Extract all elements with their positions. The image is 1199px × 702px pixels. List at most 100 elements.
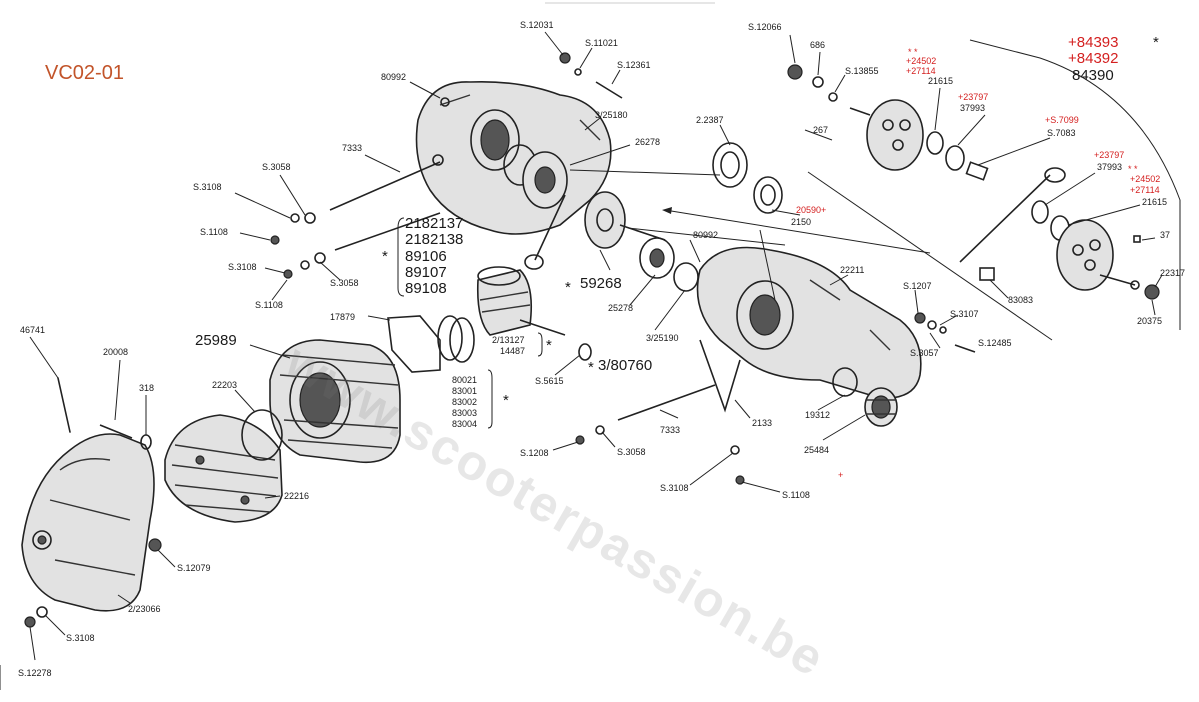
label-23797-b: +23797 bbox=[1094, 150, 1125, 160]
label-21615-b: 21615 bbox=[1142, 197, 1168, 207]
label-22317: 22317 bbox=[1160, 268, 1186, 278]
label-20375: 20375 bbox=[1137, 316, 1163, 326]
crankshaft bbox=[522, 151, 666, 270]
label-s12485: S.12485 bbox=[978, 338, 1012, 348]
label-2150: 2150 bbox=[791, 217, 812, 227]
label-37993-a: 37993 bbox=[960, 103, 986, 113]
label-24502-a: +24502 bbox=[906, 56, 937, 66]
stud-7333a bbox=[329, 161, 441, 211]
crank-kit-right bbox=[849, 99, 1160, 300]
label-2-13127: 2/13127 bbox=[492, 335, 525, 345]
label-2182138: 2182138 bbox=[405, 231, 464, 248]
label-s3058-b: S.3058 bbox=[330, 278, 359, 288]
label-s3107: S.3107 bbox=[950, 309, 979, 319]
label-83001: 83001 bbox=[452, 386, 478, 396]
label-22211: 22211 bbox=[840, 265, 865, 275]
label-89108: 89108 bbox=[405, 280, 447, 297]
label-s1108-b: S.1108 bbox=[255, 300, 283, 310]
label-s7099: +S.7099 bbox=[1045, 115, 1079, 125]
label-23797-a: +23797 bbox=[958, 92, 989, 102]
label-89106: 89106 bbox=[405, 248, 447, 265]
piston-ring-group-bracket bbox=[487, 369, 493, 429]
label-37: 37 bbox=[1160, 230, 1171, 240]
label-s3108-d: S.3108 bbox=[660, 483, 689, 493]
label-s5615: S.5615 bbox=[535, 376, 564, 386]
label-7333-top: 7333 bbox=[342, 143, 363, 153]
label-26278: 26278 bbox=[635, 137, 661, 147]
label-25484: 25484 bbox=[804, 445, 830, 455]
label-star-c: * bbox=[546, 337, 552, 354]
piston-ring-1 bbox=[437, 315, 463, 361]
label-59268: 59268 bbox=[580, 275, 622, 292]
label-17879: 17879 bbox=[330, 312, 356, 322]
label-star-b: * bbox=[565, 279, 571, 296]
piston bbox=[476, 266, 533, 336]
gasket-22203 bbox=[241, 409, 283, 461]
label-80992-top: 80992 bbox=[381, 72, 407, 82]
label-80021: 80021 bbox=[452, 375, 478, 385]
label-s11021: S.11021 bbox=[585, 38, 618, 48]
label-19312: 19312 bbox=[805, 410, 831, 420]
crankcase-half-bottom bbox=[696, 246, 922, 413]
label-s3108-c: S.3108 bbox=[66, 633, 95, 643]
label-s1108-c: S.1108 bbox=[782, 490, 810, 500]
label-2-2387: 2.2387 bbox=[696, 115, 724, 125]
label-s1207: S.1207 bbox=[903, 281, 932, 291]
label-22216: 22216 bbox=[284, 491, 310, 501]
label-27114-b: +27114 bbox=[1130, 185, 1160, 195]
label-star-a: * bbox=[382, 248, 388, 265]
gear-25484 bbox=[864, 387, 898, 427]
gasket-17879 bbox=[387, 315, 441, 373]
piston-ring-2 bbox=[449, 317, 475, 363]
label-84390: 84390 bbox=[1072, 67, 1114, 84]
label-89107: 89107 bbox=[405, 264, 447, 281]
kit-bracket-top bbox=[969, 39, 1181, 330]
cylinder-head bbox=[164, 414, 283, 523]
label-83002: 83002 bbox=[452, 397, 478, 407]
label-s7083: S.7083 bbox=[1047, 128, 1076, 138]
label-2182137: 2182137 bbox=[405, 215, 464, 232]
stud-7333b bbox=[334, 212, 441, 251]
adapter-20008 bbox=[99, 424, 133, 439]
label-star-e: * bbox=[503, 392, 509, 409]
label-80992-mid: 80992 bbox=[693, 230, 719, 240]
label-3-25180: 3/25180 bbox=[595, 110, 628, 120]
label-7333-bottom: 7333 bbox=[660, 425, 681, 435]
leader-lines bbox=[0, 31, 1163, 690]
label-s12066: S.12066 bbox=[748, 22, 782, 32]
nuts-washers bbox=[24, 52, 947, 628]
label-84393: +84393 bbox=[1068, 34, 1119, 51]
label-s12079: S.12079 bbox=[177, 563, 211, 573]
label-46741: 46741 bbox=[20, 325, 46, 335]
label-37993-b: 37993 bbox=[1097, 162, 1123, 172]
label-22203: 22203 bbox=[212, 380, 238, 390]
label-83003: 83003 bbox=[452, 408, 478, 418]
label-s3058-c: S.3058 bbox=[617, 447, 646, 457]
label-83004: 83004 bbox=[452, 419, 478, 429]
label-3-25190: 3/25190 bbox=[646, 333, 679, 343]
label-14487: 14487 bbox=[500, 346, 526, 356]
spark-plug-46741 bbox=[57, 377, 71, 433]
piston-group-bracket bbox=[397, 217, 405, 297]
label-s3108-b: S.3108 bbox=[228, 262, 257, 272]
piston-pin bbox=[519, 319, 566, 336]
label-s13855: S.13855 bbox=[845, 66, 879, 76]
diagram-code: VC02-01 bbox=[45, 62, 124, 84]
label-2133: 2133 bbox=[752, 418, 773, 428]
kit-bracket-bottom bbox=[807, 171, 1053, 341]
stud-7333c bbox=[617, 384, 716, 421]
label-267: 267 bbox=[813, 125, 829, 135]
bolt-12485 bbox=[954, 344, 976, 353]
label-20590: 20590+ bbox=[796, 205, 827, 215]
label-stars-a: * * bbox=[908, 47, 918, 57]
label-star-f: * bbox=[1153, 34, 1159, 51]
label-318: 318 bbox=[139, 383, 155, 393]
label-s1208: S.1208 bbox=[520, 448, 549, 458]
label-s12278: S.12278 bbox=[18, 668, 52, 678]
label-plus-mark: + bbox=[838, 470, 844, 480]
label-s3058-a: S.3058 bbox=[262, 162, 291, 172]
label-2-23066: 2/23066 bbox=[128, 604, 161, 614]
label-s3057: S.3057 bbox=[910, 348, 939, 358]
cylinder bbox=[269, 339, 401, 464]
